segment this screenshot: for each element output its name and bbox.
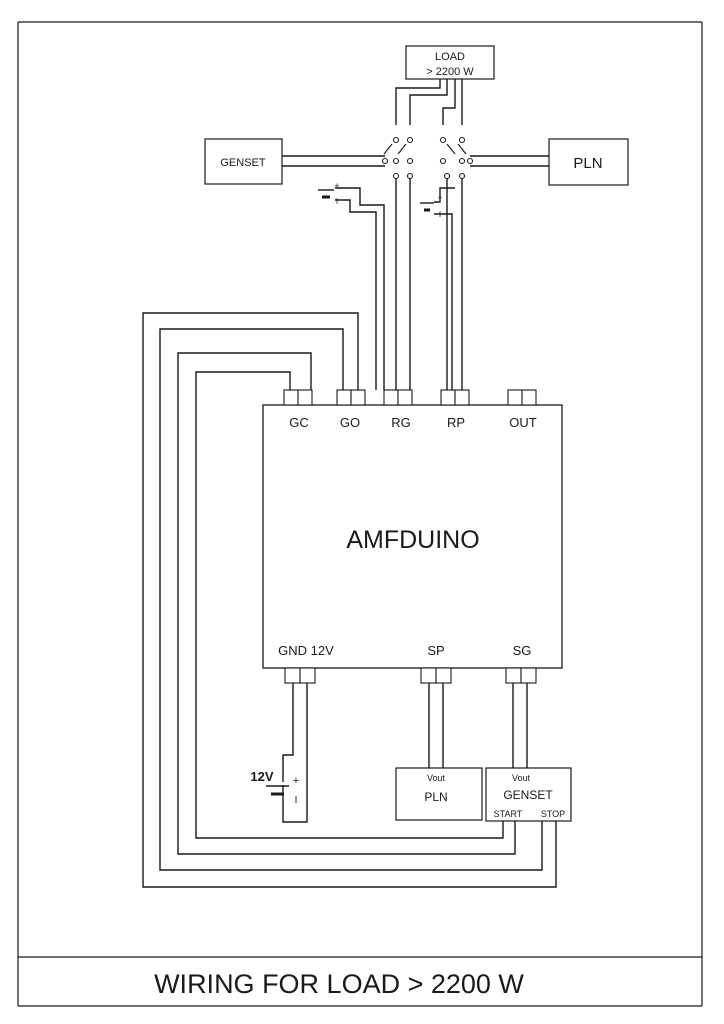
- battery-plus-sign: +: [293, 775, 299, 787]
- terminal-rp-label: RP: [447, 415, 465, 430]
- coil-minus-sign: I: [336, 197, 338, 206]
- genset-sensor-vout: Vout: [512, 773, 531, 783]
- terminal-out-label: OUT: [509, 415, 537, 430]
- wiring-lines: [142, 79, 557, 888]
- load-box: LOAD > 2200 W: [405, 45, 495, 80]
- genset-voltage-sensor: Vout GENSET START STOP: [485, 767, 572, 822]
- terminal-sg-label: SG: [513, 643, 532, 658]
- top-terminal-blocks: [283, 389, 537, 406]
- battery-12v: 12V + I: [250, 769, 299, 806]
- battery-voltage-label: 12V: [250, 769, 273, 784]
- controller-name: AMFDUINO: [346, 526, 479, 554]
- bottom-terminal-blocks: [284, 667, 537, 684]
- pln-sensor-label: PLN: [424, 790, 447, 804]
- battery-minus-sign: I: [295, 795, 298, 806]
- relay-coil-battery-left: + I: [318, 181, 340, 206]
- genset-source-label: GENSET: [220, 157, 266, 169]
- footer-title: WIRING FOR LOAD > 2200 W: [154, 969, 524, 999]
- pln-voltage-sensor: Vout PLN: [395, 767, 483, 821]
- relay-coil-battery-right: + I: [420, 193, 443, 219]
- page-frame: [17, 21, 703, 1007]
- terminal-sp-label: SP: [427, 643, 444, 658]
- genset-source-box: GENSET: [204, 138, 283, 185]
- load-rating: > 2200 W: [426, 66, 474, 78]
- pln-source-label: PLN: [573, 155, 602, 172]
- genset-sensor-start: START: [494, 809, 523, 819]
- pln-source-box: PLN: [548, 138, 629, 186]
- pln-sensor-vout: Vout: [427, 773, 446, 783]
- terminal-rg-label: RG: [391, 415, 411, 430]
- terminal-gnd-12v-label: GND 12V: [278, 643, 334, 658]
- terminal-go-label: GO: [340, 415, 360, 430]
- coil-plus-sign: +: [334, 181, 339, 191]
- coil-minus-sign: I: [439, 210, 441, 219]
- genset-sensor-stop: STOP: [541, 809, 565, 819]
- coil-plus-sign: +: [437, 193, 442, 203]
- terminal-gc-label: GC: [289, 415, 309, 430]
- transfer-relay-contacts: [381, 136, 474, 180]
- genset-sensor-label: GENSET: [503, 788, 553, 802]
- load-label: LOAD: [435, 51, 465, 63]
- amfduino-controller: AMFDUINO GC GO RG RP OUT GND 12V SP SG: [262, 389, 563, 684]
